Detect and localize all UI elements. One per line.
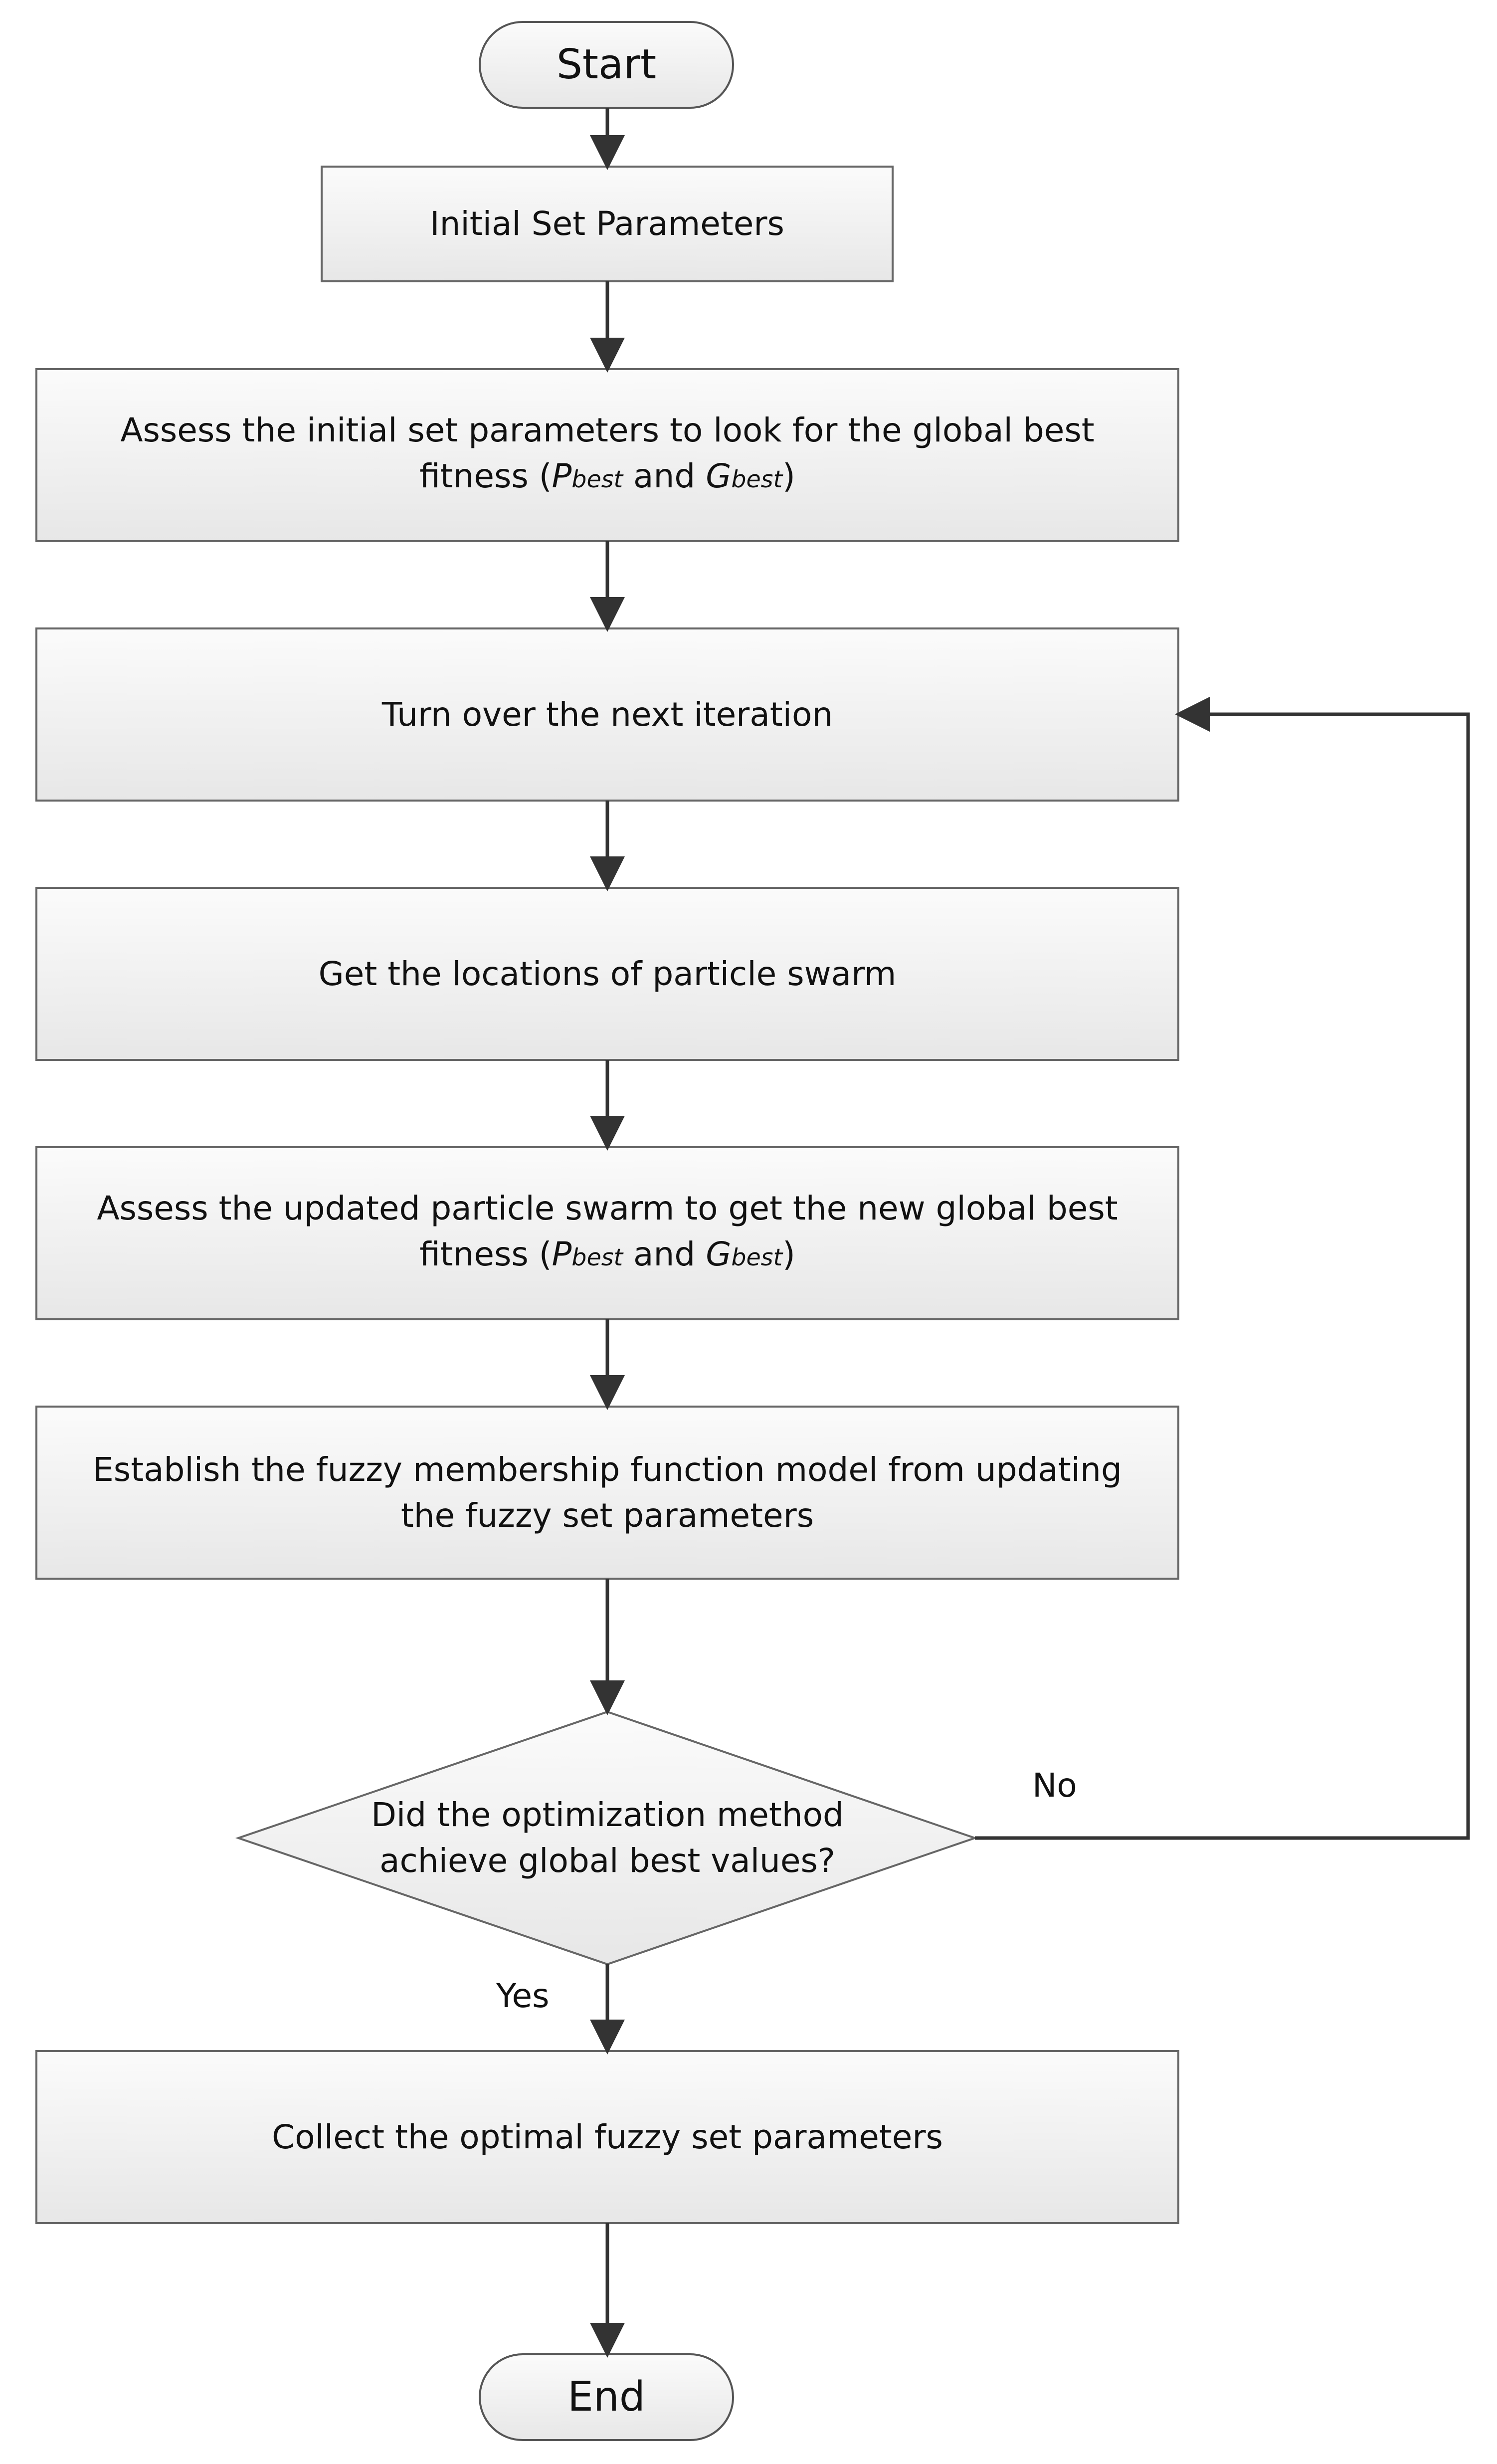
decision-line-2: achieve global best values? — [379, 1842, 835, 1880]
next-iteration-label: Turn over the next iteration — [381, 695, 833, 734]
start-label: Start — [556, 41, 657, 88]
decision-label: Did the optimization method achieve glob… — [288, 1756, 927, 1920]
collect-parameters-label: Collect the optimal fuzzy set parameters — [272, 2117, 943, 2156]
assess-initial-box — [35, 368, 1179, 542]
assess-initial-line-2: fitness (Pbest and Gbest) — [419, 457, 795, 495]
initial-set-parameters-label: Initial Set Parameters — [430, 205, 784, 243]
collect-parameters-box — [35, 2050, 1179, 2224]
get-locations-label: Get the locations of particle swarm — [318, 954, 897, 993]
no-branch-label: No — [1032, 1766, 1077, 1805]
next-iteration-box — [35, 627, 1179, 802]
assess-updated-box — [35, 1146, 1179, 1320]
decision-line-1: Did the optimization method — [371, 1796, 844, 1834]
assess-initial-line-1: Assess the initial set parameters to loo… — [120, 411, 1095, 449]
yes-branch-label: Yes — [496, 1977, 550, 2015]
establish-model-label: Establish the fuzzy membership function … — [36, 1407, 1178, 1579]
establish-model-line-2: the fuzzy set parameters — [400, 1496, 814, 1535]
end-label: End — [567, 2373, 645, 2421]
assess-updated-line-2: fitness (Pbest and Gbest) — [419, 1235, 795, 1273]
arrow-decision-no-loop — [975, 697, 1470, 1840]
establish-model-line-1: Establish the fuzzy membership function … — [93, 1450, 1122, 1489]
establish-model-box — [35, 1406, 1179, 1580]
assess-updated-line-1: Assess the updated particle swarm to get… — [97, 1189, 1118, 1228]
assess-updated-label: Assess the updated particle swarm to get… — [36, 1147, 1178, 1319]
assess-initial-label: Assess the initial set parameters to loo… — [36, 369, 1178, 541]
